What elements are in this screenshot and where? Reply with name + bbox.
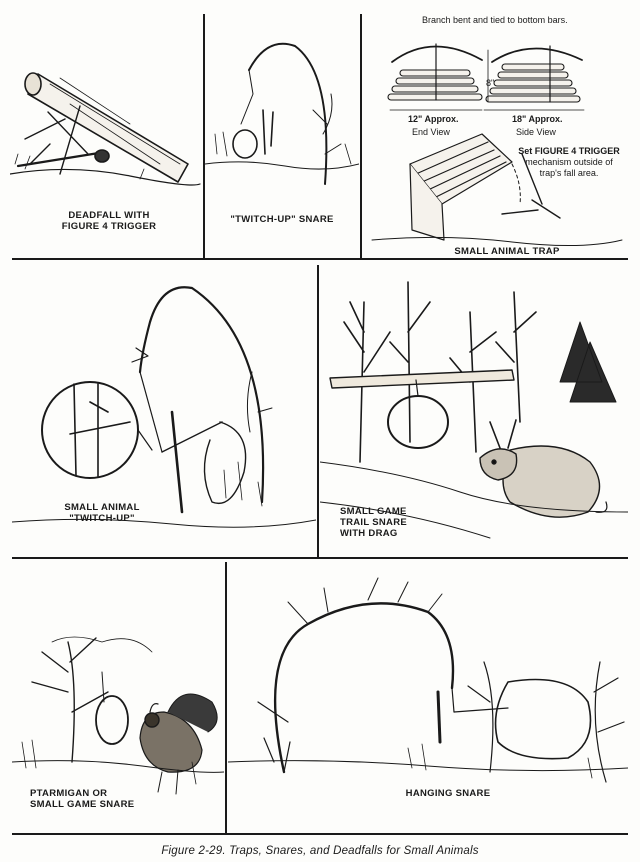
figure-caption: Figure 2-29. Traps, Snares, and Deadfall… <box>161 845 479 857</box>
small-animal-twitch-caption: SMALL ANIMAL "TWITCH-UP" <box>64 502 140 524</box>
row1-bottom-divider <box>12 258 628 260</box>
trap-end-view-label: End View <box>412 127 450 137</box>
ptarmigan-illustration <box>12 636 224 795</box>
panel-twitch-up: "TWITCH-UP" SNARE <box>205 14 359 258</box>
row1-divider-b <box>360 14 362 258</box>
trail-snare-caption: SMALL GAME TRAIL SNARE WITH DRAG <box>340 506 407 539</box>
panel-hanging: HANGING SNARE <box>228 562 628 832</box>
panel-small-animal-trap: Branch bent and tied to bottom bars. <box>362 14 628 258</box>
trap-side-dim: 18" Approx. <box>512 114 563 124</box>
row3-divider <box>225 562 227 833</box>
hanging-snare-caption: HANGING SNARE <box>405 788 491 799</box>
trap-trigger-note: Set FIGURE 4 TRIGGER mechanism outside o… <box>518 146 620 178</box>
small-animal-twitch-illustration <box>12 286 316 528</box>
row2-divider <box>317 265 319 557</box>
trail-snare-illustration <box>320 281 628 539</box>
deadfall-caption: DEADFALL WITH FIGURE 4 TRIGGER <box>61 210 157 232</box>
small-animal-trap-illustration <box>371 43 623 247</box>
trap-height-dim: 8" <box>486 78 495 88</box>
trap-side-view-label: Side View <box>516 127 556 137</box>
row3-bottom-divider <box>12 833 628 835</box>
panel-deadfall: DEADFALL WITH FIGURE 4 TRIGGER <box>10 14 202 258</box>
trap-top-note: Branch bent and tied to bottom bars. <box>422 15 568 25</box>
trap-end-dim: 12" Approx. <box>408 114 459 124</box>
panel-trail-snare: SMALL GAME TRAIL SNARE WITH DRAG <box>320 262 628 556</box>
hanging-snare-illustration <box>228 577 628 783</box>
panel-small-animal-twitch: SMALL ANIMAL "TWITCH-UP" <box>12 262 316 556</box>
row1-divider-a <box>203 14 205 258</box>
row2-bottom-divider <box>12 557 628 559</box>
panel-ptarmigan: PTARMIGAN OR SMALL GAME SNARE <box>12 562 224 832</box>
ptarmigan-caption: PTARMIGAN OR SMALL GAME SNARE <box>30 788 135 810</box>
small-animal-trap-caption: SMALL ANIMAL TRAP <box>454 246 560 257</box>
deadfall-illustration <box>10 72 201 186</box>
twitch-up-caption: "TWITCH-UP" SNARE <box>230 214 334 225</box>
twitch-up-illustration <box>205 42 359 185</box>
